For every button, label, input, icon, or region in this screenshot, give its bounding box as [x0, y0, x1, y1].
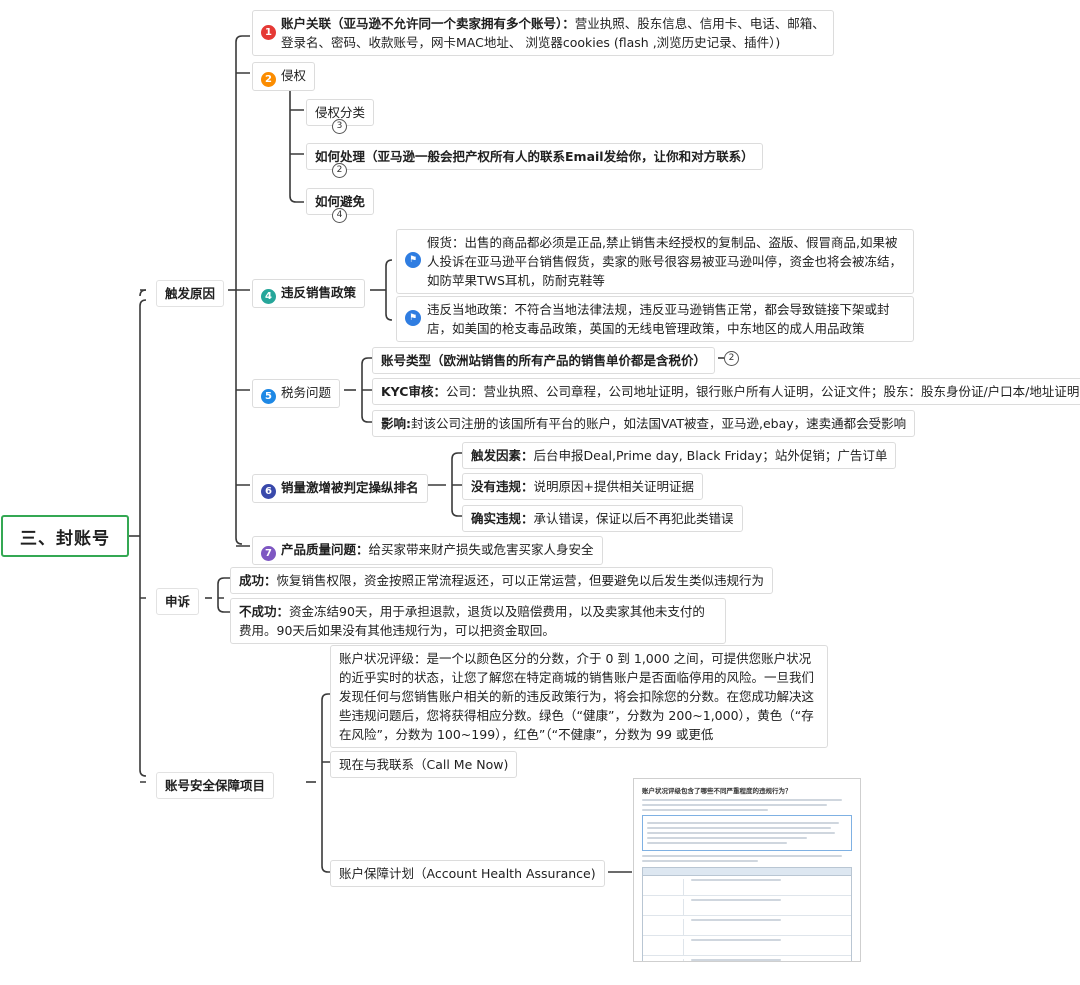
number-badge-4: 4 [261, 289, 276, 304]
branch-security[interactable]: 账号安全保障项目 [156, 772, 275, 799]
branch-security-label: 账号安全保障项目 [165, 778, 266, 793]
infringement-handling-label: 如何处理（亚马逊一般会把产权所有人的联系Email发给你，让你和对方联系） [315, 149, 754, 164]
tax-impact-lead: 影响: [381, 416, 411, 431]
security-health-assurance[interactable]: 账户保障计划（Account Health Assurance) [330, 860, 605, 887]
quality-text: 给买家带来财产损失或危害买家人身安全 [368, 542, 594, 557]
branch-trigger[interactable]: 触发原因 [156, 280, 225, 307]
root-node[interactable]: 三、封账号 [1, 515, 129, 557]
number-badge-2: 2 [261, 72, 276, 87]
spike-trigger-text: 后台申报Deal,Prime day, Black Friday；站外促销；广告… [533, 448, 888, 463]
count-badge: 2 [724, 351, 739, 366]
tax-kyc-lead: KYC审核： [381, 384, 446, 399]
appeal-fail-lead: 不成功： [239, 604, 290, 619]
spike-no-violation[interactable]: 没有违规：说明原因+提供相关证明证据 [462, 473, 703, 500]
appeal-fail[interactable]: 不成功：资金冻结90天，用于承担退款，退货以及赔偿费用，以及卖家其他未支付的费用… [230, 598, 726, 644]
trigger-tax[interactable]: 5 税务问题 [252, 379, 341, 408]
appeal-fail-text: 资金冻结90天，用于承担退款，退货以及赔偿费用，以及卖家其他未支付的费用。90天… [239, 604, 705, 638]
spike-violation-text: 承认错误，保证以后不再犯此类错误 [533, 511, 734, 526]
branch-appeal-label: 申诉 [165, 594, 191, 609]
sales-policy-label: 违反销售政策 [281, 285, 357, 300]
branch-trigger-label: 触发原因 [165, 286, 216, 301]
spike-trigger-lead: 触发因素： [471, 448, 534, 463]
appeal-success-text: 恢复销售权限，资金按照正常流程返还，可以正常运营，但要避免以后发生类似违规行为 [276, 573, 765, 588]
appeal-success-lead: 成功： [239, 573, 277, 588]
policy-local-law-text: 违反当地政策：不符合当地法律法规，违反亚马逊销售正常，都会导致链接下架或封店，如… [427, 302, 890, 336]
number-badge-6: 6 [261, 484, 276, 499]
tax-kyc[interactable]: KYC审核：公司：营业执照、公司章程，公司地址证明，银行账户所有人证明，公证文件… [372, 378, 1080, 405]
thumbnail-title: 账户状况评级包含了哪些不同严重程度的违规行为？ [642, 787, 792, 795]
flag-icon: ⚑ [405, 310, 421, 326]
account-linking-title: 账户关联（亚马逊不允许同一个卖家拥有多个账号）： [281, 16, 575, 31]
branch-appeal[interactable]: 申诉 [156, 588, 200, 615]
health-rating-text: 账户状况评级：是一个以颜色区分的分数，介于 0 到 1,000 之间，可提供您账… [339, 651, 815, 742]
trigger-sales-spike[interactable]: 6 销量激增被判定操纵排名 [252, 474, 428, 503]
tax-account-type[interactable]: 账号类型（欧洲站销售的所有产品的销售单价都是含税价） [372, 347, 716, 374]
tax-account-type-text: 账号类型（欧洲站销售的所有产品的销售单价都是含税价） [381, 353, 707, 368]
tax-impact[interactable]: 影响:封该公司注册的该国所有平台的账户，如法国VAT被查，亚马逊,ebay，速卖… [372, 410, 916, 437]
count-badge: 3 [332, 119, 347, 134]
number-badge-7: 7 [261, 546, 276, 561]
quality-label: 产品质量问题： [281, 542, 369, 557]
tax-kyc-text: 公司：营业执照、公司章程，公司地址证明，银行账户所有人证明，公证文件；股东：股东… [445, 384, 1080, 399]
account-linking-items: 营业执照、股东信息、信用卡、电话、邮箱、登录名、密码、收款账号， [281, 16, 825, 50]
spike-no-violation-text: 说明原因+提供相关证明证据 [533, 479, 694, 494]
root-label: 三、封账号 [20, 528, 110, 549]
security-health-rating[interactable]: 账户状况评级：是一个以颜色区分的分数，介于 0 到 1,000 之间，可提供您账… [330, 645, 828, 748]
tax-impact-text: 封该公司注册的该国所有平台的账户，如法国VAT被查，亚马逊,ebay，速卖通都会… [411, 416, 907, 431]
count-badge: 2 [332, 163, 347, 178]
spike-violation-lead: 确实违规： [471, 511, 534, 526]
policy-counterfeit-text: 假货：出售的商品都必须是正品,禁止销售未经授权的复制品、盗版、假冒商品,如果被人… [427, 235, 903, 288]
trigger-quality[interactable]: 7 产品质量问题：给买家带来财产损失或危害买家人身安全 [252, 536, 603, 565]
call-me-now-text: 现在与我联系（Call Me Now) [339, 757, 509, 772]
trigger-sales-policy[interactable]: 4 违反销售政策 [252, 279, 366, 308]
tax-label: 税务问题 [281, 385, 332, 400]
spike-violation[interactable]: 确实违规：承认错误，保证以后不再犯此类错误 [462, 505, 743, 532]
infringement-handling[interactable]: 如何处理（亚马逊一般会把产权所有人的联系Email发给你，让你和对方联系） [306, 143, 763, 170]
count-badge: 4 [332, 208, 347, 223]
trigger-infringement[interactable]: 2 侵权 [252, 62, 316, 91]
flag-icon: ⚑ [405, 252, 421, 268]
sales-spike-label: 销量激增被判定操纵排名 [281, 480, 419, 495]
policy-screenshot-thumbnail[interactable]: 账户状况评级包含了哪些不同严重程度的违规行为？ [633, 778, 861, 962]
trigger-account-linking[interactable]: 1 账户关联（亚马逊不允许同一个卖家拥有多个账号）：营业执照、股东信息、信用卡、… [252, 10, 834, 56]
policy-local-law[interactable]: ⚑ 违反当地政策：不符合当地法律法规，违反亚马逊销售正常，都会导致链接下架或封店… [396, 296, 914, 342]
spike-no-violation-lead: 没有违规： [471, 479, 534, 494]
infringement-label: 侵权 [281, 68, 307, 83]
spike-trigger-factors[interactable]: 触发因素：后台申报Deal,Prime day, Black Friday；站外… [462, 442, 897, 469]
health-assurance-text: 账户保障计划（Account Health Assurance) [339, 866, 596, 881]
appeal-success[interactable]: 成功：恢复销售权限，资金按照正常流程返还，可以正常运营，但要避免以后发生类似违规… [230, 567, 774, 594]
number-badge-5: 5 [261, 389, 276, 404]
security-call-me-now[interactable]: 现在与我联系（Call Me Now) [330, 751, 518, 778]
number-badge-1: 1 [261, 25, 276, 40]
infringement-avoid-label: 如何避免 [315, 194, 366, 209]
infringement-category-label: 侵权分类 [315, 105, 366, 120]
account-linking-tail: 网卡MAC地址、 浏览器cookies (flash ,浏览历史记录、插件）) [431, 35, 781, 50]
policy-counterfeit[interactable]: ⚑ 假货：出售的商品都必须是正品,禁止销售未经授权的复制品、盗版、假冒商品,如果… [396, 229, 914, 294]
